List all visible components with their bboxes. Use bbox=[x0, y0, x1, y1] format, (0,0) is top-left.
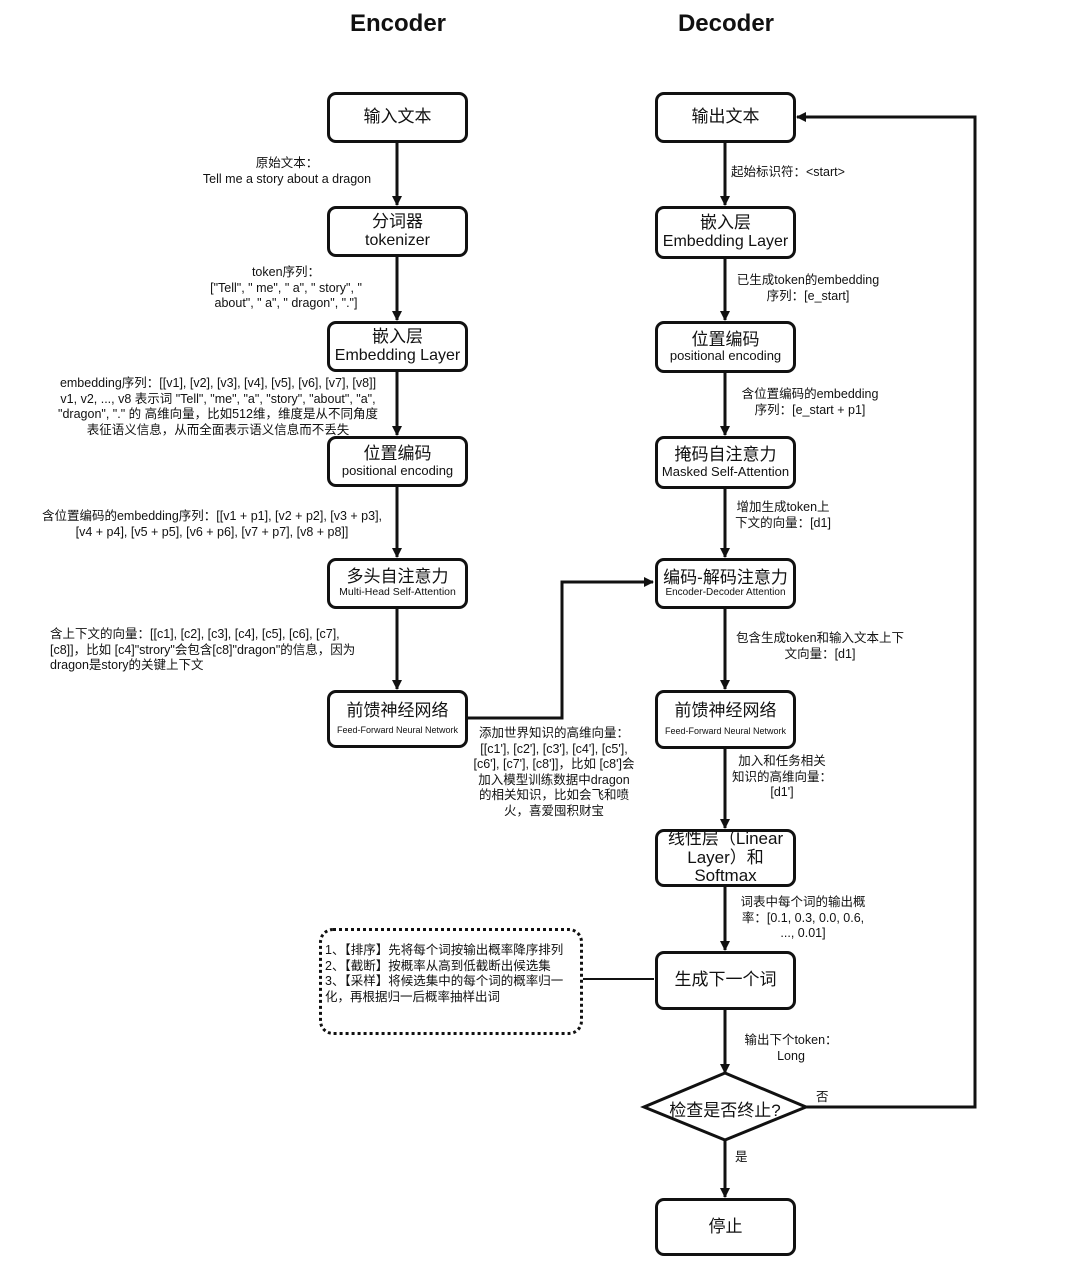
enc-label-embedding-seq: embedding序列：[[v1], [v2], [v3], [v4], [v5… bbox=[58, 376, 378, 437]
dec-node-embedding[interactable]: 嵌入层 Embedding Layer bbox=[655, 206, 796, 259]
enc-label-context: 含上下文的向量：[[c1], [c2], [c3], [c4], [c5], [… bbox=[50, 627, 356, 672]
dec-node-generate-next[interactable]: 生成下一个词 bbox=[655, 951, 796, 1010]
node-title: 分词器 bbox=[372, 212, 423, 232]
dec-node-ffn[interactable]: 前馈神经网络 Feed-Forward Neural Network bbox=[655, 690, 796, 749]
dec-node-output-text[interactable]: 输出文本 bbox=[655, 92, 796, 143]
edge-loop-no bbox=[796, 112, 977, 1109]
node-title: 输入文本 bbox=[363, 107, 432, 127]
enc-node-multihead[interactable]: 多头自注意力 Multi-Head Self-Attention bbox=[327, 558, 468, 609]
node-title: 多头自注意力 bbox=[346, 567, 449, 587]
node-title: 位置编码 bbox=[691, 329, 760, 349]
node-subtitle: Encoder-Decoder Attention bbox=[665, 587, 786, 599]
dec-label-combined-context: 包含生成token和输入文本上下 文向量：[d1] bbox=[735, 631, 905, 661]
dec-node-positional[interactable]: 位置编码 positional encoding bbox=[655, 321, 796, 373]
enc-node-tokenizer[interactable]: 分词器 tokenizer bbox=[327, 206, 468, 257]
decision-label: 检查是否终止? bbox=[669, 1101, 781, 1120]
node-subtitle: Embedding Layer bbox=[662, 233, 789, 251]
enc-label-token-seq: token序列： ["Tell", " me", " a", " story",… bbox=[210, 265, 362, 310]
enc-node-positional[interactable]: 位置编码 positional encoding bbox=[327, 436, 468, 487]
dec-node-masked-attention[interactable]: 掩码自注意力 Masked Self-Attention bbox=[655, 436, 796, 489]
node-subtitle: Embedding Layer bbox=[334, 347, 461, 365]
enc-node-ffn[interactable]: 前馈神经网络 Feed-Forward Neural Network bbox=[327, 690, 468, 748]
dec-label-probabilities: 词表中每个词的输出概 率：[0.1, 0.3, 0.0, 0.6, ..., 0… bbox=[740, 895, 866, 940]
enc-node-input-text[interactable]: 输入文本 bbox=[327, 92, 468, 143]
dec-node-stop[interactable]: 停止 bbox=[655, 1198, 796, 1256]
node-subtitle: Feed-Forward Neural Network bbox=[336, 725, 459, 736]
node-title: 位置编码 bbox=[363, 444, 432, 463]
edge-enc-to-dec bbox=[467, 577, 654, 720]
enc-node-embedding[interactable]: 嵌入层 Embedding Layer bbox=[327, 321, 468, 372]
dec-label-generated-context: 增加生成token上 下文的向量：[d1] bbox=[735, 500, 831, 530]
node-title: 前馈神经网络 bbox=[346, 700, 449, 720]
no-label: 否 bbox=[816, 1090, 829, 1104]
enc-label-pos-seq: 含位置编码的embedding序列：[[v1 + p1], [v2 + p2],… bbox=[41, 509, 383, 539]
enc-label-raw-text: 原始文本： Tell me a story about a dragon bbox=[202, 156, 372, 186]
dec-node-linear-softmax[interactable]: 线性层（Linear Layer）和Softmax bbox=[655, 829, 796, 887]
dec-label-pos-seq: 含位置编码的embedding 序列：[e_start + p1] bbox=[741, 387, 879, 417]
sampling-note: 1、【排序】先将每个词按输出概率降序排列 2、【截断】按概率从高到低截断出候选集… bbox=[319, 928, 583, 1035]
encoder-header: Encoder bbox=[349, 10, 447, 37]
node-title: 前馈神经网络 bbox=[674, 701, 777, 721]
node-title: 掩码自注意力 bbox=[674, 445, 777, 464]
node-title: 生成下一个词 bbox=[674, 970, 777, 990]
node-subtitle: Feed-Forward Neural Network bbox=[664, 725, 787, 736]
node-title: 编码-解码注意力 bbox=[663, 567, 788, 587]
decision-diamond bbox=[640, 1071, 810, 1142]
node-title: 线性层（Linear bbox=[667, 828, 784, 848]
decoder-header: Decoder bbox=[677, 10, 775, 37]
node-title: 输出文本 bbox=[691, 107, 760, 127]
dec-label-embedding-seq: 已生成token的embedding 序列：[e_start] bbox=[736, 273, 880, 303]
node-subtitle: positional encoding bbox=[341, 462, 454, 478]
node-title: 嵌入层 bbox=[372, 327, 423, 347]
enc-label-world-knowledge: 添加世界知识的高维向量： [[c1'], [c2'], [c3'], [c4']… bbox=[473, 726, 635, 818]
node-subtitle: tokenizer bbox=[365, 232, 430, 250]
dec-node-enc-dec-attention[interactable]: 编码-解码注意力 Encoder-Decoder Attention bbox=[655, 558, 796, 609]
dec-label-start-token: 起始标识符：<start> bbox=[731, 165, 845, 179]
node-subtitle: Layer）和Softmax bbox=[687, 847, 764, 886]
dec-label-next-token: 输出下个token： Long bbox=[744, 1033, 838, 1063]
node-subtitle: Multi-Head Self-Attention bbox=[339, 586, 456, 599]
yes-label: 是 bbox=[735, 1150, 748, 1164]
node-subtitle: positional encoding bbox=[669, 348, 782, 364]
node-title: 停止 bbox=[708, 1216, 743, 1236]
dec-label-task-knowledge: 加入和任务相关 知识的高维向量： [d1'] bbox=[731, 754, 832, 799]
node-subtitle: Masked Self-Attention bbox=[661, 463, 790, 479]
node-title: 嵌入层 bbox=[700, 213, 751, 233]
